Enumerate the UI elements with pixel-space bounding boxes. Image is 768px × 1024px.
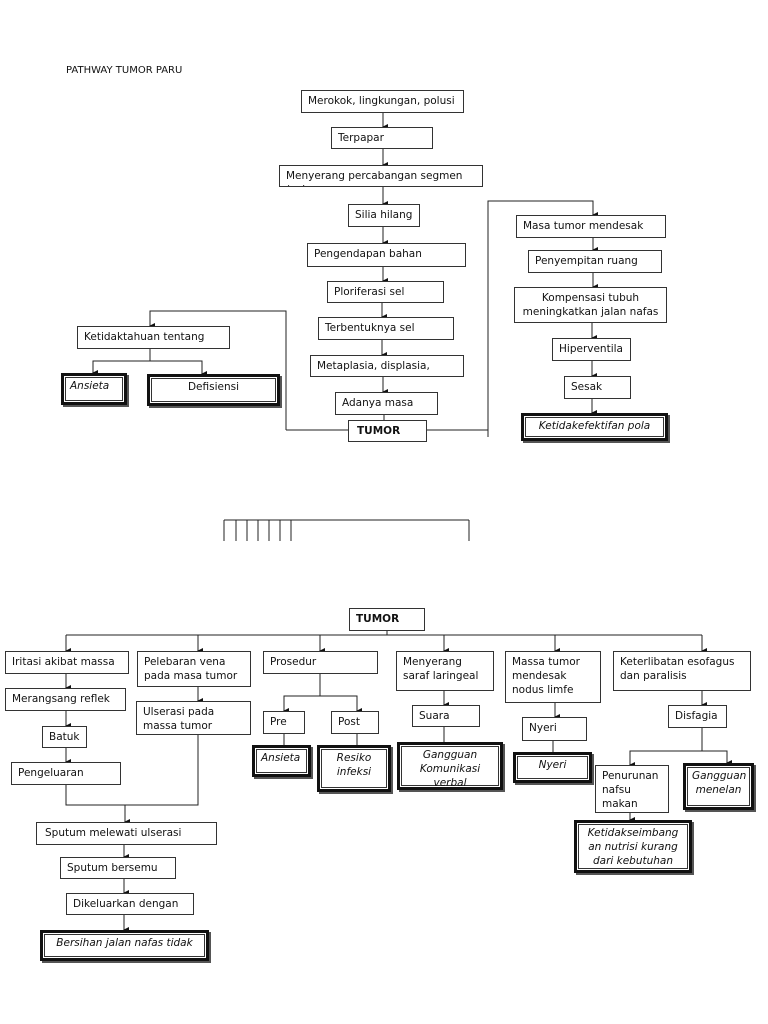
node-sputum-melewati: Sputum melewati ulserasi [36, 822, 217, 845]
node-pengendapan: Pengendapan bahan [307, 243, 466, 267]
node-batuk: Batuk [42, 726, 87, 748]
node-terbentuknya-sel: Terbentuknya sel [318, 317, 454, 340]
diagnosis-ansieta-top: Ansieta [61, 373, 127, 405]
node-adanya-masa: Adanya masa [335, 392, 438, 415]
node-ulserasi: Ulserasi pada massa tumor [136, 701, 251, 735]
diagnosis-bersihan-jalan-nafas: Bersihan jalan nafas tidak [40, 930, 209, 961]
node-menyerang-percabangan: Menyerang percabangan segmen (sub [279, 165, 483, 187]
diagnosis-resiko-infeksi: Resiko infeksi [317, 745, 391, 792]
node-sesak: Sesak [564, 376, 631, 399]
diagnosis-ketidakseimbangan-nutrisi: Ketidakseimbang an nutrisi kurang dari k… [574, 820, 692, 873]
node-sputum-bersemu: Sputum bersemu [60, 857, 176, 879]
node-ploriferasi: Ploriferasi sel [327, 281, 444, 303]
node-dikeluarkan: Dikeluarkan dengan [66, 893, 194, 915]
node-disfagia: Disfagia [668, 705, 727, 728]
diagnosis-gangguan-komunikasi: Gangguan Komunikasi verbal [397, 742, 503, 790]
node-tumor-top: TUMOR [348, 420, 427, 442]
node-terpapar: Terpapar [331, 127, 433, 149]
diagnosis-defisiensi: Defisiensi [147, 374, 280, 406]
node-tumor-bottom: TUMOR [349, 608, 425, 631]
node-prosedur: Prosedur [263, 651, 378, 674]
diagnosis-nyeri: Nyeri [513, 752, 592, 783]
node-hiperventilasi: Hiperventila [552, 338, 631, 361]
node-penyempitan-ruang: Penyempitan ruang [528, 250, 662, 273]
node-post: Post [331, 711, 379, 734]
node-masa-tumor-mendesak: Masa tumor mendesak [516, 215, 666, 238]
node-silia-hilang: Silia hilang [348, 204, 420, 227]
page-title: PATHWAY TUMOR PARU [66, 65, 183, 76]
node-kompensasi: Kompensasi tubuh meningkatkan jalan nafa… [514, 287, 667, 323]
node-pengeluaran: Pengeluaran [11, 762, 121, 785]
node-metaplasia: Metaplasia, displasia, [310, 355, 464, 377]
node-ketidaktahuan: Ketidaktahuan tentang [77, 326, 230, 349]
node-pre: Pre [263, 711, 305, 734]
node-penurunan-nafsu-makan: Penurunan nafsu makan [595, 765, 669, 813]
node-nyeri: Nyeri [522, 717, 587, 741]
node-merokok: Merokok, lingkungan, polusi [301, 90, 464, 113]
node-iritasi: Iritasi akibat massa [5, 651, 129, 674]
diagnosis-gangguan-menelan: Gangguan menelan [683, 763, 754, 810]
node-merangsang-reflek: Merangsang reflek [5, 688, 126, 711]
diagnosis-ketidakefektifan-pola: Ketidakefektifan pola [521, 413, 668, 441]
node-menyerang-saraf: Menyerang saraf laringeal [396, 651, 494, 691]
node-pelebaran-vena: Pelebaran vena pada masa tumor [137, 651, 251, 687]
node-keterlibatan-esofagus: Keterlibatan esofagus dan paralisis [613, 651, 751, 691]
node-massa-nodus-limfe: Massa tumor mendesak nodus limfe [505, 651, 601, 703]
node-suara: Suara [412, 705, 480, 727]
diagnosis-ansieta-bottom: Ansieta [252, 745, 311, 777]
